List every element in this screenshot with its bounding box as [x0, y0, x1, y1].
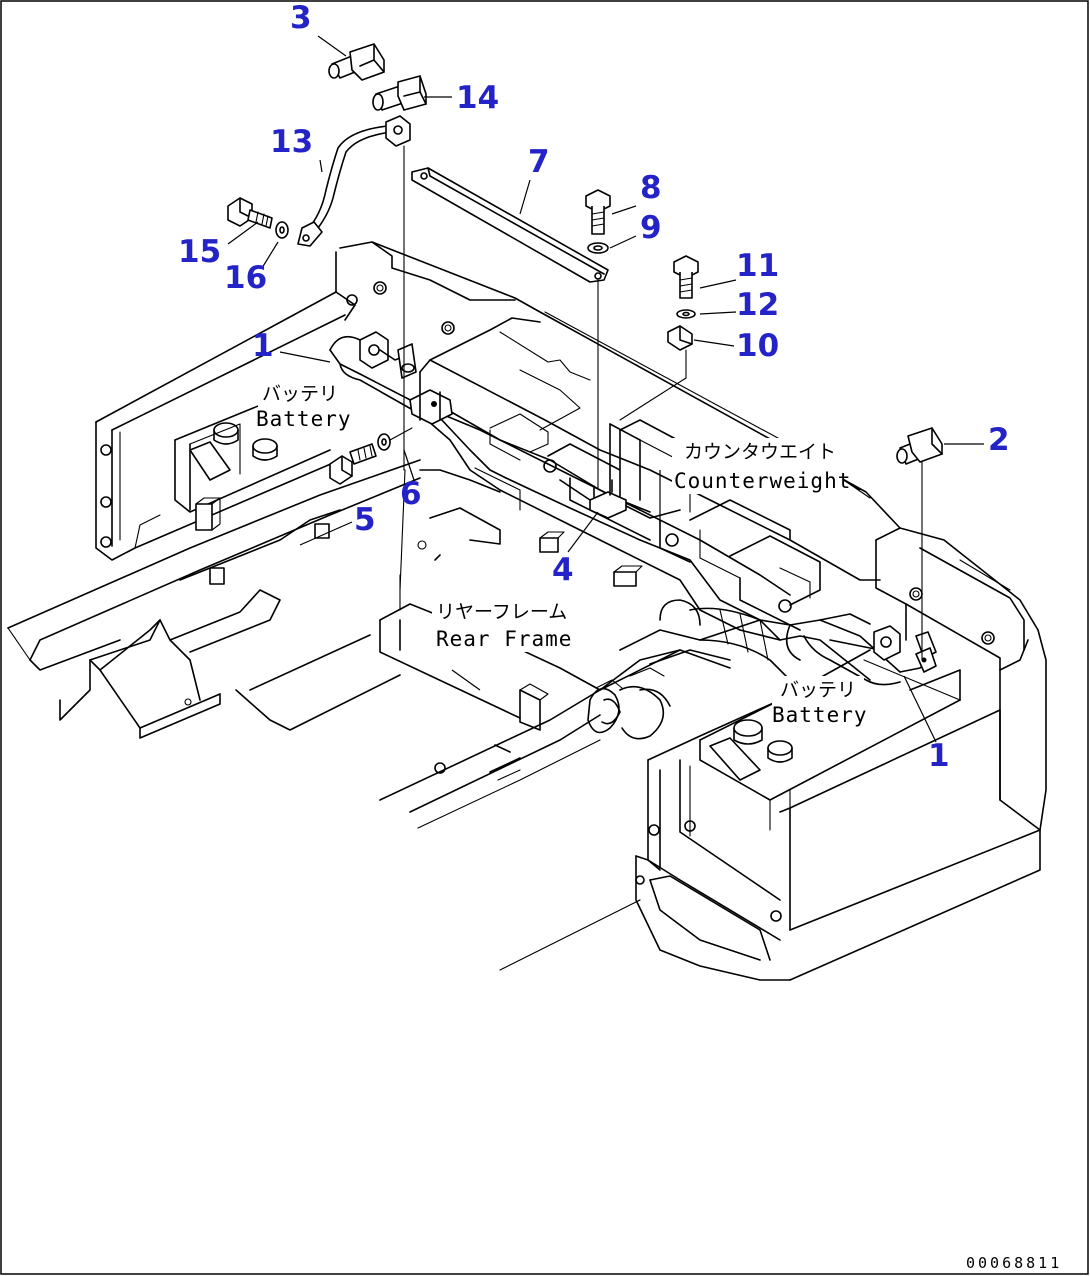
part-10-clip — [619, 325, 693, 421]
callout-16: 16 — [224, 260, 267, 296]
label-rear-frame-en: Rear Frame — [436, 627, 572, 651]
part-14-terminal-cap — [372, 75, 427, 111]
label-battery-left-jp: バッテリ — [262, 383, 338, 405]
part-2-terminal-cap — [896, 427, 943, 661]
right-battery-box — [499, 527, 1047, 981]
battery-cable-assembly — [329, 331, 937, 686]
callout-1-right: 1 — [928, 738, 950, 774]
label-counterweight-en: Counterweight — [674, 469, 851, 493]
part-15-bolt — [227, 197, 273, 229]
part-9-washer — [587, 242, 609, 254]
callout-1-left: 1 — [252, 328, 274, 364]
part-11-bolt — [673, 255, 699, 299]
callout-15: 15 — [178, 234, 221, 270]
callout-numbers: 3 14 13 7 8 9 15 16 11 12 10 1 2 6 5 4 1 — [178, 0, 1010, 774]
part-12-washer — [676, 309, 696, 319]
part-5-bolt — [329, 443, 377, 485]
label-counterweight-jp: カウンタウエイト — [684, 441, 836, 463]
callout-leaders — [227, 35, 984, 743]
part-16-washer — [275, 221, 289, 239]
label-battery-left-en: Battery — [256, 407, 352, 431]
component-labels: バッテリ Battery カウンタウエイト Counterweight リヤーフ… — [256, 382, 868, 728]
part-3-terminal-cap — [328, 43, 385, 81]
callout-9: 9 — [640, 210, 662, 246]
part-6-washer — [377, 427, 413, 451]
label-battery-right-jp: バッテリ — [780, 679, 856, 701]
callout-5: 5 — [354, 502, 376, 538]
callout-13: 13 — [270, 124, 313, 160]
part-7-stay — [411, 167, 609, 489]
callout-10: 10 — [736, 328, 779, 364]
callout-11: 11 — [736, 248, 779, 284]
callout-6: 6 — [400, 476, 422, 512]
part-8-bolt — [585, 189, 611, 235]
exploded-parts — [227, 43, 943, 661]
rear-frame — [7, 459, 761, 829]
drawing-number: 00068811 — [966, 1254, 1062, 1272]
callout-3: 3 — [290, 0, 312, 36]
callout-12: 12 — [736, 287, 779, 323]
callout-4: 4 — [552, 552, 574, 588]
callout-7: 7 — [528, 144, 550, 180]
label-rear-frame-jp: リヤーフレーム — [436, 601, 567, 623]
machine-drawing — [7, 35, 1047, 981]
part-13-cable — [297, 115, 411, 471]
callout-2: 2 — [988, 422, 1010, 458]
callout-8: 8 — [640, 170, 662, 206]
label-battery-right-en: Battery — [772, 703, 868, 727]
callout-14: 14 — [456, 80, 499, 116]
